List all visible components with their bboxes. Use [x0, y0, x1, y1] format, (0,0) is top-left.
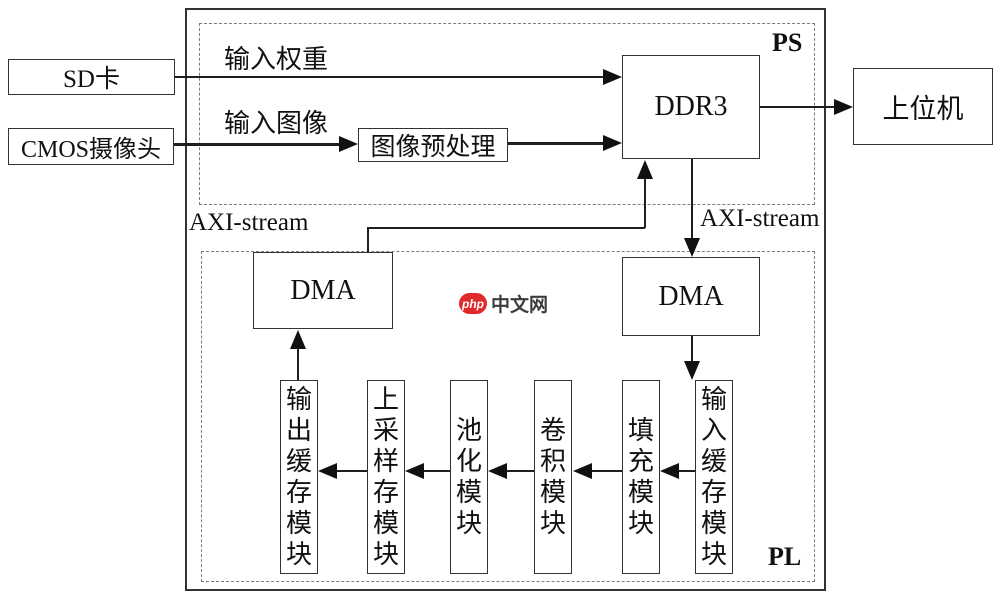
module-output-buffer: 输出缓存模块: [280, 380, 318, 574]
line-sd-to-ddr3: [175, 76, 604, 78]
module-padding: 填充模块: [622, 380, 660, 574]
line-dma-left-up: [367, 227, 369, 252]
axi-stream-label-left: AXI-stream: [189, 209, 309, 236]
arrowhead-input-buffer-to-padding-icon: [660, 463, 679, 479]
pl-region: [201, 251, 815, 582]
arrowhead-ddr3-to-host-icon: [834, 99, 853, 115]
arrowhead-upsample-to-output-icon: [318, 463, 337, 479]
line-padding-to-conv: [592, 470, 622, 472]
arrowhead-padding-to-conv-icon: [573, 463, 592, 479]
pl-region-label: PL: [768, 542, 802, 571]
line-upsample-to-output: [336, 470, 367, 472]
arrowhead-dma-right-to-input-buffer-icon: [684, 361, 700, 380]
module-input-buffer: 输入缓存模块: [695, 380, 733, 574]
line-ddr3-to-dma-right: [691, 159, 693, 239]
arrowhead-cmos-to-preprocess-icon: [339, 136, 358, 152]
ps-region: [199, 23, 815, 205]
line-dma-right-to-input-buffer: [691, 336, 693, 362]
outer-frame: [185, 8, 826, 591]
host-pc-box: 上位机: [853, 68, 993, 145]
module-upsample-store: 上采样存模块: [367, 380, 405, 574]
line-input-buffer-to-padding: [679, 470, 695, 472]
axi-stream-label-right: AXI-stream: [700, 205, 820, 232]
line-conv-to-pooling: [507, 470, 534, 472]
arrowhead-dma-left-to-ddr3-icon: [637, 160, 653, 179]
arrowhead-preprocess-to-ddr3-icon: [603, 135, 622, 151]
php-logo-icon: php: [459, 293, 487, 314]
module-pooling: 池化模块: [450, 380, 488, 574]
line-cmos-to-preprocess: [174, 143, 340, 146]
sd-card-box: SD卡: [8, 59, 175, 95]
line-dma-left-elbow: [367, 227, 645, 229]
arrowhead-ddr3-to-dma-right-icon: [684, 238, 700, 257]
module-convolution: 卷积模块: [534, 380, 572, 574]
arrowhead-conv-to-pooling-icon: [488, 463, 507, 479]
arrowhead-sd-to-ddr3-icon: [603, 69, 622, 85]
dma-left-box: DMA: [253, 252, 393, 329]
dma-right-box: DMA: [622, 257, 760, 336]
watermark: php 中文网: [459, 290, 548, 317]
line-ddr3-to-host: [760, 106, 835, 108]
ps-region-label: PS: [772, 28, 803, 57]
line-pooling-to-upsample: [424, 470, 450, 472]
input-image-label: 输入图像: [224, 109, 329, 138]
line-preprocess-to-ddr3: [508, 142, 603, 145]
cmos-camera-box: CMOS摄像头: [8, 128, 174, 165]
ddr3-box: DDR3: [622, 55, 760, 159]
arrowhead-output-buffer-to-dma-left-icon: [290, 330, 306, 349]
line-elbow-to-ddr3: [644, 179, 646, 228]
line-output-buffer-to-dma-left: [297, 348, 299, 380]
watermark-site-text: 中文网: [491, 295, 549, 316]
arrowhead-pooling-to-upsample-icon: [405, 463, 424, 479]
input-weight-label: 输入权重: [224, 45, 329, 74]
image-preprocess-box: 图像预处理: [358, 128, 508, 162]
